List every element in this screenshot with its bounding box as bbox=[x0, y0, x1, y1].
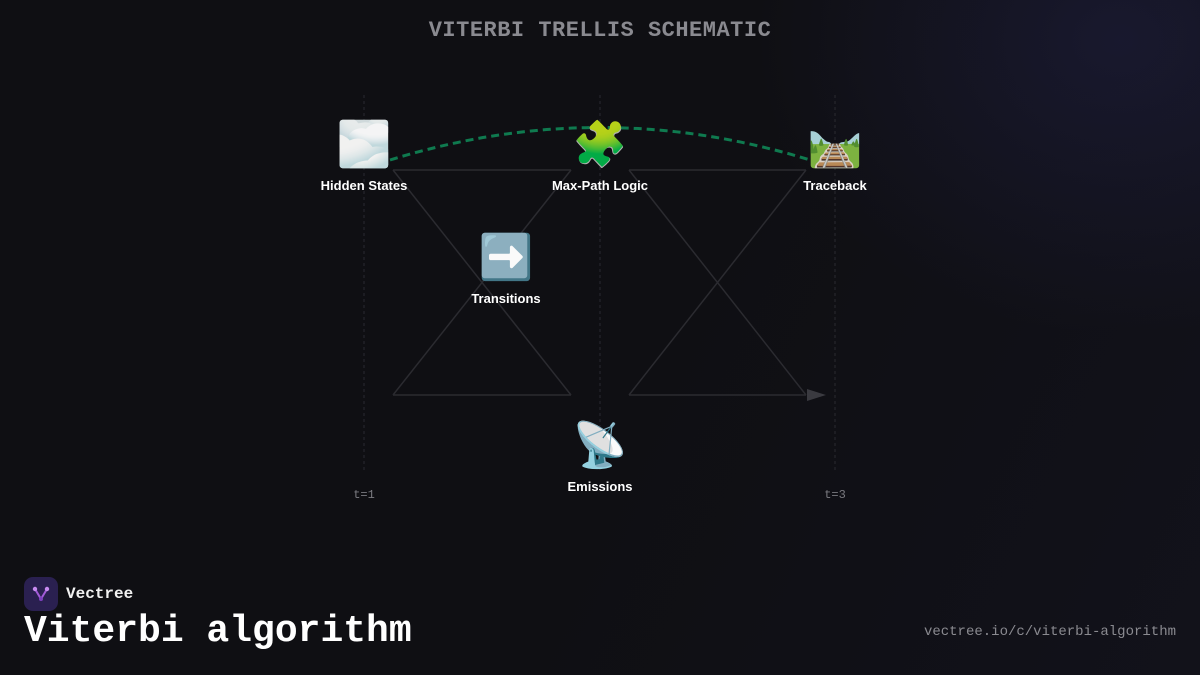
node-hidden-states: 🌫️ Hidden States bbox=[284, 118, 444, 193]
cloud-icon: 🌫️ bbox=[336, 119, 392, 170]
brand-name: Vectree bbox=[66, 585, 134, 603]
trellis-left bbox=[392, 169, 572, 396]
page-url: vectree.io/c/viterbi-algorithm bbox=[923, 624, 1176, 640]
puzzle-piece-icon: 🧩 bbox=[572, 119, 628, 170]
diagram-title: VITERBI TRELLIS SCHEMATIC bbox=[428, 18, 772, 43]
max-path-arc bbox=[389, 126, 811, 162]
railway-track-icon: 🛤️ bbox=[807, 119, 863, 170]
vectree-logo-icon bbox=[24, 577, 58, 611]
brand: Vectree bbox=[24, 577, 133, 611]
node-label: Max-Path Logic bbox=[551, 178, 649, 193]
page-title: Viterbi algorithm bbox=[24, 610, 412, 653]
node-label: Hidden States bbox=[320, 178, 408, 193]
node-label: Emissions bbox=[567, 479, 633, 494]
node-label: Traceback bbox=[803, 178, 867, 193]
satellite-dish-icon: 📡 bbox=[572, 420, 628, 471]
trellis-arrowhead bbox=[807, 389, 826, 401]
node-label: Transitions bbox=[471, 291, 541, 306]
trellis-right bbox=[628, 169, 807, 396]
node-max-path-logic: 🧩 Max-Path Logic bbox=[520, 118, 680, 193]
node-transitions: ➡️ Transitions bbox=[426, 231, 586, 306]
time-tick-label: t=3 bbox=[824, 488, 846, 502]
right-arrow-icon: ➡️ bbox=[478, 232, 534, 283]
node-emissions: 📡 Emissions bbox=[520, 419, 680, 494]
node-traceback: 🛤️ Traceback bbox=[755, 118, 915, 193]
time-tick-label: t=1 bbox=[353, 488, 375, 502]
